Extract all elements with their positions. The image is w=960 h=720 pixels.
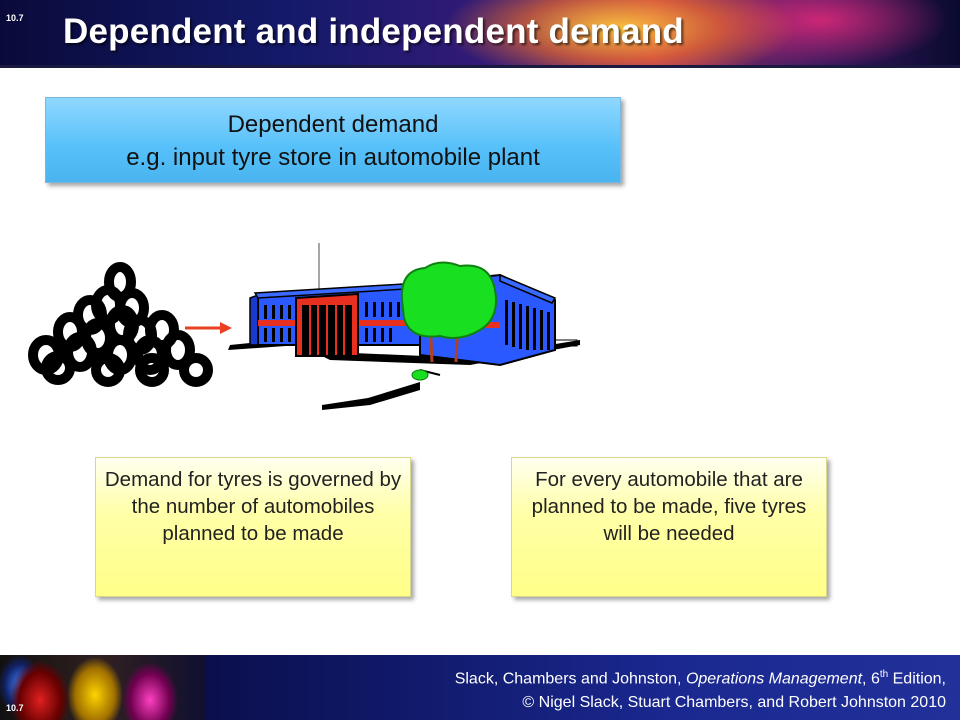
credit-line: Slack, Chambers and Johnston, Operations… <box>455 663 946 691</box>
slide-title: Dependent and independent demand <box>63 12 684 51</box>
credit-edition: , 6 <box>862 670 880 688</box>
credit-book-title: Operations Management <box>685 670 863 688</box>
tyre-demand-box: Demand for tyres is governed by the numb… <box>95 457 411 597</box>
slide-footer: 10.7 Slack, Chambers and Johnston, Opera… <box>0 655 960 720</box>
tyre-pile-icon <box>28 262 213 387</box>
dependent-demand-example: e.g. input tyre store in automobile plan… <box>126 144 540 171</box>
paint-buckets-image <box>0 655 205 720</box>
footer-slide-number: 10.7 <box>6 703 24 713</box>
arrow-right-icon <box>185 322 232 334</box>
credit-authors: Slack, Chambers and Johnston, <box>454 670 686 688</box>
slide-number: 10.7 <box>6 13 24 23</box>
automobile-plant-icon <box>228 243 580 410</box>
copyright-line: © Nigel Slack, Stuart Chambers, and Robe… <box>522 694 946 712</box>
credit-edition-sup: th <box>879 669 889 680</box>
credit-edition-post: Edition, <box>888 670 946 688</box>
tyres-per-automobile-box: For every automobile that are planned to… <box>511 457 827 597</box>
footer-credits: Slack, Chambers and Johnston, Operations… <box>455 663 946 715</box>
dependent-demand-box: Dependent demand e.g. input tyre store i… <box>45 97 621 183</box>
dependent-demand-heading: Dependent demand <box>227 111 439 138</box>
slide-header: 10.7 Dependent and independent demand <box>0 0 960 68</box>
